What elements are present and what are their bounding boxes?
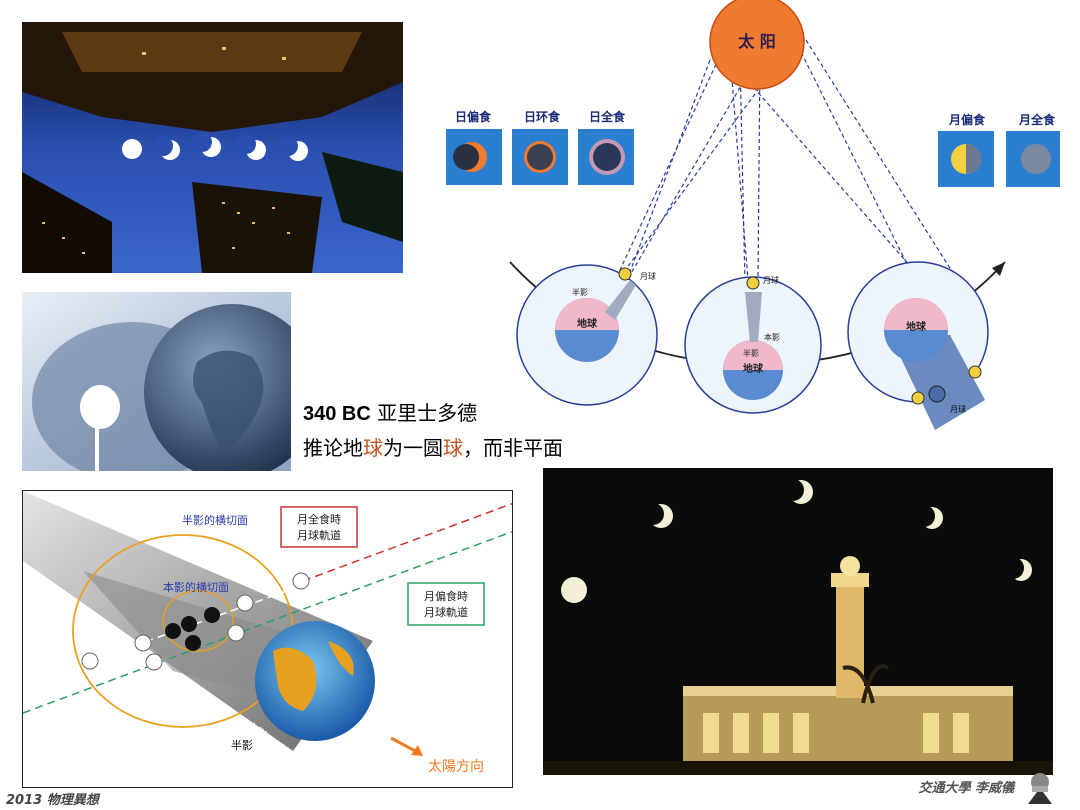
svg-text:地球: 地球 (577, 317, 598, 330)
footer-left: 2013 物理異想 (6, 793, 99, 808)
earth-orbit-1: 地球 月球 半影 (516, 264, 658, 406)
caption-line-1: 340 BC 亚里士多德 (303, 401, 478, 425)
sun-label: 太 阳 (737, 32, 776, 51)
svg-text:月偏食時: 月偏食時 (424, 589, 468, 603)
caption-line-2: 推论地球为一圆球，而非平面 (303, 436, 563, 460)
photo-mosque-eclipse (543, 468, 1053, 775)
svg-text:半影: 半影 (231, 738, 253, 752)
eclipse-geometry-diagram: 太 阳 日偏食 日环食 日全食 月偏食 月全食 (440, 0, 1060, 435)
caption: 340 BC 亚里士多德 推论地球为一圆球，而非平面 (303, 396, 563, 465)
footer-right: 交通大學 李威儀 (918, 781, 1014, 796)
svg-text:月球軌道: 月球軌道 (297, 528, 341, 542)
solar-partial-icon (446, 129, 502, 185)
earth-orbit-3: 地球 月球 (847, 261, 989, 430)
svg-text:半影: 半影 (743, 348, 759, 358)
label-solar-total: 日全食 (589, 109, 626, 124)
svg-text:太陽方向: 太陽方向 (428, 759, 484, 775)
label-solar-partial: 日偏食 (455, 109, 492, 124)
lunar-partial-icon (938, 131, 994, 187)
logo-icon (1022, 768, 1058, 804)
svg-text:地球: 地球 (906, 320, 927, 333)
svg-text:月球軌道: 月球軌道 (424, 605, 468, 619)
svg-text:月球: 月球 (763, 275, 779, 285)
label-solar-annular: 日环食 (524, 109, 561, 124)
svg-text:月球: 月球 (640, 271, 656, 281)
lunar-total-icon (1006, 131, 1060, 187)
penumbra-section-label: 半影的横切面 (182, 513, 248, 527)
umbra-section-label: 本影的横切面 (163, 580, 229, 594)
photo-globe-shadow (22, 292, 291, 471)
earth-shadow-diagram: 半影的横切面 本影的横切面 月全食時 月球軌道 月偏食時 月球軌道 本影 半影 … (22, 490, 513, 788)
svg-text:月球: 月球 (950, 404, 966, 414)
label-lunar-partial: 月偏食 (948, 112, 986, 127)
label-lunar-total: 月全食 (1018, 112, 1056, 127)
solar-annular-icon (512, 129, 568, 185)
svg-text:月全食時: 月全食時 (297, 512, 341, 526)
svg-text:半影: 半影 (572, 287, 588, 297)
earth-orbit-2: 地球 月球 半影 本影 (684, 275, 822, 414)
photo-city-eclipse (22, 22, 403, 273)
svg-text:地球: 地球 (743, 362, 764, 375)
svg-text:本影: 本影 (764, 332, 780, 342)
solar-total-icon (578, 129, 634, 185)
